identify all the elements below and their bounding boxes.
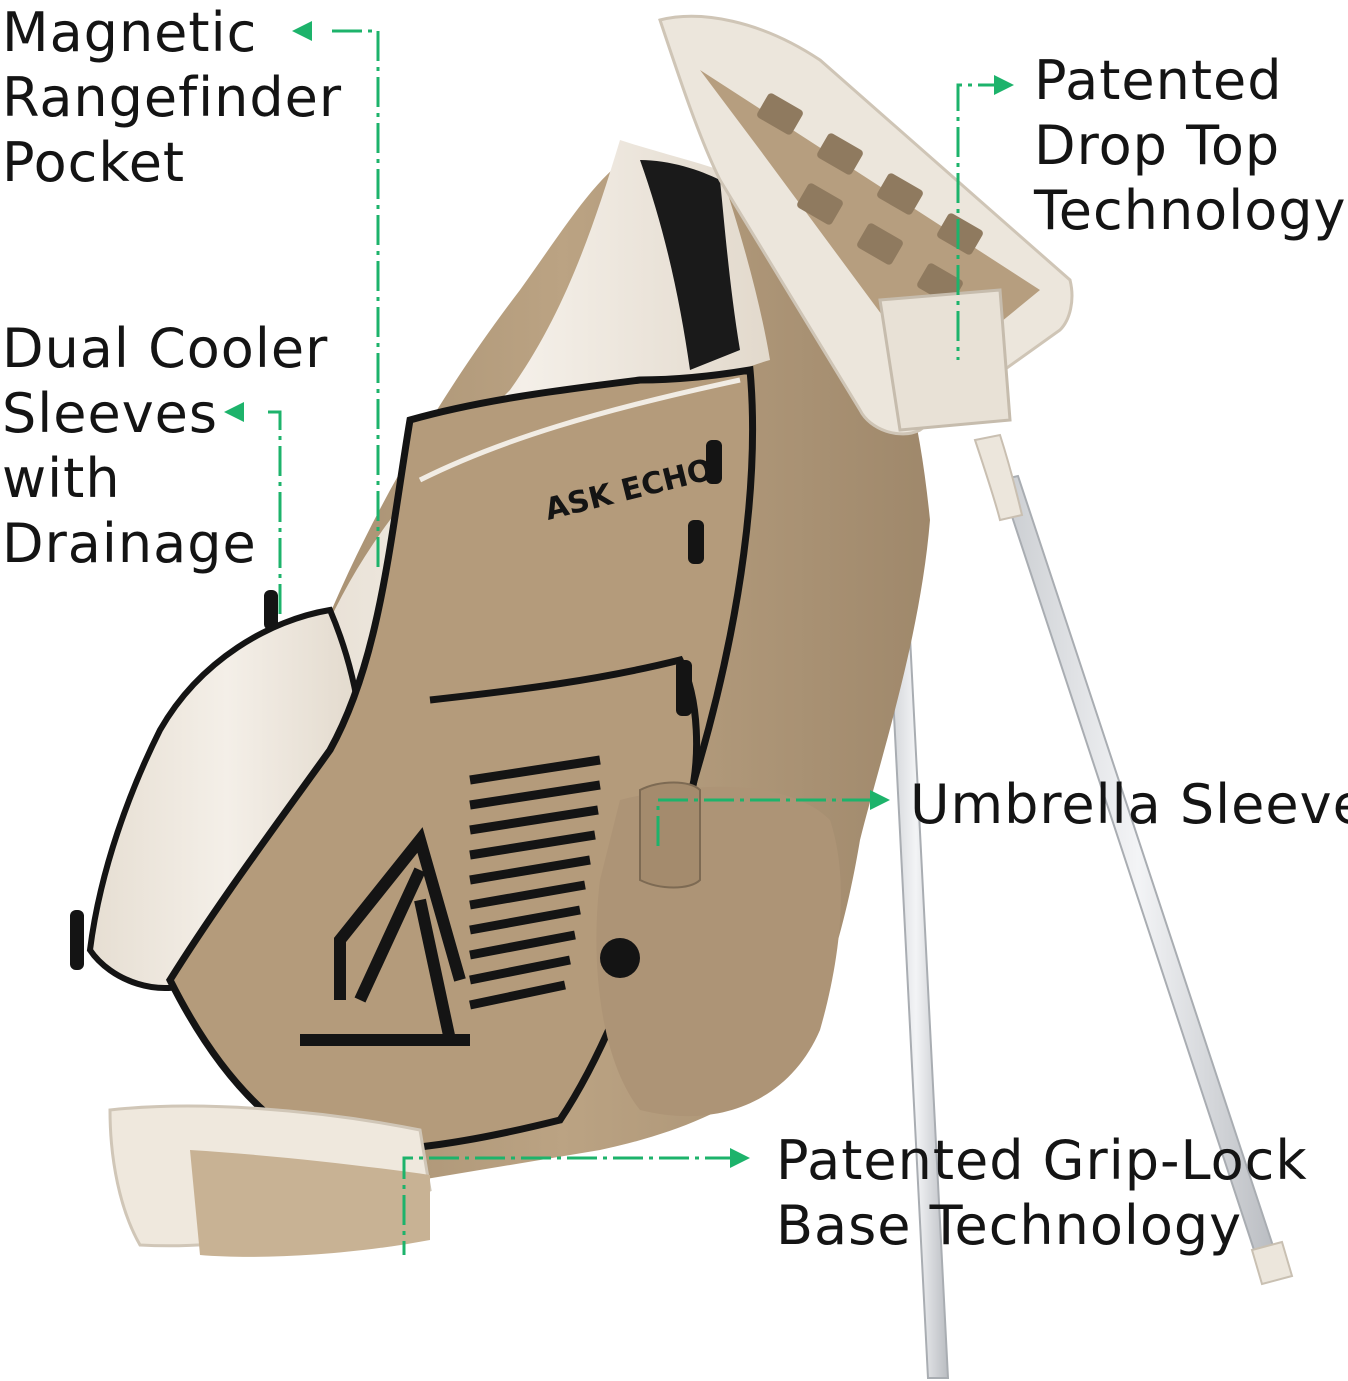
callout-line: Technology [1034,179,1347,242]
callout-line: Sleeves [2,382,219,445]
callout-line: Drop Top [1034,114,1281,177]
arrow-right-icon [870,790,890,810]
zipper-pulls [70,440,722,970]
callout-line: Umbrella Sleeve [910,773,1348,836]
callout-arrowheads [224,21,1014,1168]
arrow-right-icon [730,1148,750,1168]
bag-body: ASK ECHO [70,140,931,1257]
callout-line: Pocket [2,131,186,194]
callout-line: Magnetic [2,1,258,64]
stand-legs [854,433,1294,1379]
callout-line: Base Technology [776,1194,1243,1257]
callout-grip-lock-base: Patented Grip-Lock Base Technology [776,1128,1308,1258]
callout-line: Dual Cooler [2,317,329,380]
callout-cooler-sleeves: Dual Cooler Sleeves with Drainage [2,316,328,576]
arrow-left-icon [224,402,244,422]
arrow-left-icon [292,21,312,41]
callout-line: Drainage [2,512,257,575]
brand-logo-icon [300,827,470,1046]
callout-line: with [2,447,121,510]
arrow-right-icon [994,75,1014,95]
callout-line: Patented [1034,49,1283,112]
drop-top-divider [658,14,1074,436]
callout-rangefinder-pocket: Magnetic Rangefinder Pocket [2,0,342,195]
callout-drop-top: Patented Drop Top Technology [1034,48,1346,243]
stripe-graphic [469,755,601,1010]
callout-line: Rangefinder [2,66,343,129]
callout-line: Patented Grip-Lock [776,1129,1308,1192]
callout-lines [268,29,1008,1255]
callout-umbrella-sleeve: Umbrella Sleeve [910,772,1348,837]
